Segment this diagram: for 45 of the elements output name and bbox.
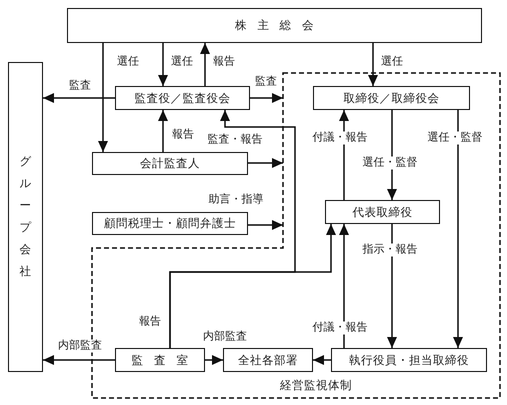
edge-label: 選任 [170, 56, 194, 68]
arrow [313, 355, 331, 365]
process-box: 代表取締役 [325, 200, 440, 224]
arrow [43, 93, 115, 103]
arrow [368, 43, 378, 86]
arrow [43, 355, 115, 365]
arrow [250, 93, 283, 103]
arrow [453, 110, 463, 348]
arrow [169, 224, 336, 348]
edge-label: 選任・監督 [426, 132, 484, 144]
edge-label: 監査 [68, 80, 92, 92]
edge-label: 選任 [116, 56, 140, 68]
arrow [339, 224, 349, 348]
process-box: 株主総会 [67, 8, 482, 43]
edge-label: 付議・報告 [312, 322, 368, 334]
arrow [98, 43, 108, 152]
process-box: 監査室 [115, 348, 205, 372]
vertical-box: グループ会社 [8, 62, 43, 372]
edge-label: 選任・監督 [362, 156, 418, 170]
edge-label: 監査 [254, 76, 278, 88]
process-box: 全社各部署 [223, 348, 313, 372]
arrow [248, 220, 283, 230]
region-label: 経営監視体制 [280, 378, 352, 393]
edge-label: 助言・指導 [208, 194, 264, 206]
process-box: 取締役／取締役会 [313, 86, 470, 110]
process-box: 会計監査人 [92, 152, 248, 175]
arrow [200, 43, 210, 86]
edge-label: 指示・報告 [362, 244, 418, 256]
edge-label: 報告 [171, 128, 195, 142]
edge-label: 選任 [380, 56, 404, 68]
arrow [387, 224, 397, 348]
edge-label: 報告 [138, 316, 162, 328]
arrow [158, 110, 168, 152]
process-box: 監査役／監査役会 [115, 86, 250, 110]
edge-label: 監査・報告 [206, 134, 264, 146]
edge-label: 内部監査 [57, 340, 103, 352]
process-box: 執行役員・担当取締役 [331, 348, 487, 372]
arrow [158, 43, 168, 86]
arrow [248, 158, 283, 168]
edge-label: 付議・報告 [312, 132, 368, 144]
edge-label: 報告 [212, 56, 236, 68]
edge-label: 内部監査 [202, 330, 248, 344]
arrow [205, 355, 223, 365]
arrow [339, 110, 349, 200]
process-box: 顧問税理士・顧問弁護士 [92, 212, 248, 235]
